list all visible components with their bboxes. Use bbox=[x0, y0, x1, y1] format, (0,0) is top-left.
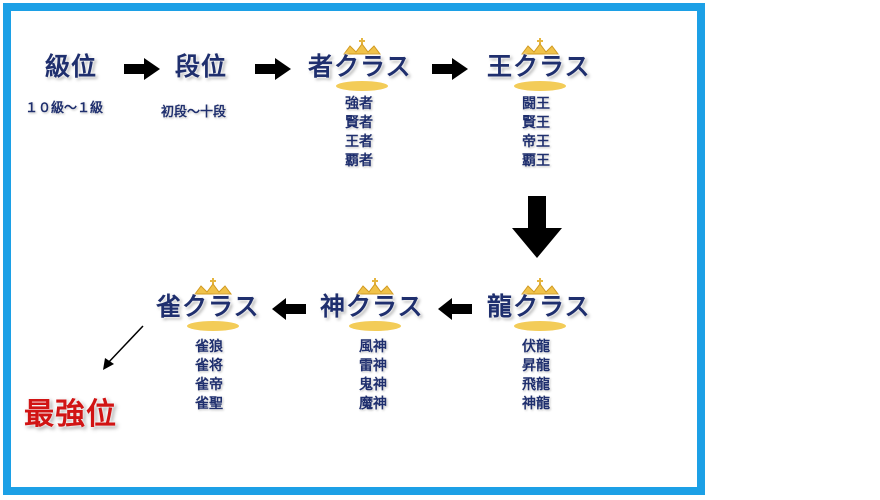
node-jaku-ranks: 雀狼 雀将 雀帝 雀聖 bbox=[195, 338, 223, 414]
rank-label: 魔神 bbox=[359, 396, 387, 412]
crown-icon bbox=[349, 278, 401, 331]
node-ryu-title: 龍クラス bbox=[487, 292, 591, 321]
node-kyu-range: １０級～１級 bbox=[25, 101, 104, 116]
crown-icon bbox=[187, 278, 239, 331]
arrow-left-icon bbox=[438, 298, 472, 320]
rank-label: 雀聖 bbox=[195, 396, 223, 412]
rank-label: 風神 bbox=[359, 339, 387, 355]
rank-label: 王者 bbox=[345, 134, 373, 150]
rank-label: 賢者 bbox=[345, 115, 373, 131]
rank-label: 帝王 bbox=[522, 134, 550, 150]
rank-label: 強者 bbox=[345, 96, 373, 112]
rank-label: 鬼神 bbox=[359, 377, 387, 393]
node-kyu-title: 級位 bbox=[45, 52, 98, 81]
arrow-left-icon bbox=[272, 298, 306, 320]
node-shin-title: 神クラス bbox=[320, 292, 424, 321]
node-top-title: 最強位 bbox=[24, 397, 117, 432]
rank-label: 昇龍 bbox=[522, 358, 550, 374]
node-sha-title: 者クラス bbox=[308, 52, 412, 81]
arrow-down-icon bbox=[512, 196, 562, 258]
rank-label: 飛龍 bbox=[522, 377, 550, 393]
node-sha-ranks: 強者 賢者 王者 覇者 bbox=[345, 95, 373, 171]
rank-label: 神龍 bbox=[522, 396, 550, 412]
rank-label: 雷神 bbox=[359, 358, 387, 374]
crown-icon bbox=[514, 38, 566, 91]
rank-label: 伏龍 bbox=[522, 339, 550, 355]
node-ou-title: 王クラス bbox=[487, 52, 591, 81]
node-dan-title: 段位 bbox=[175, 52, 228, 81]
rank-label: 雀帝 bbox=[195, 377, 223, 393]
node-shin-ranks: 風神 雷神 鬼神 魔神 bbox=[359, 338, 387, 414]
crown-icon bbox=[514, 278, 566, 331]
node-jaku-title: 雀クラス bbox=[156, 292, 260, 321]
node-ou-ranks: 闘王 賢王 帝王 覇王 bbox=[522, 95, 550, 171]
rank-label: 雀将 bbox=[195, 358, 223, 374]
node-ryu-ranks: 伏龍 昇龍 飛龍 神龍 bbox=[522, 338, 550, 414]
node-dan-range: 初段～十段 bbox=[161, 105, 227, 120]
arrow-diagonal-icon bbox=[103, 325, 144, 370]
arrow-right-icon bbox=[255, 58, 291, 80]
rank-label: 雀狼 bbox=[195, 339, 223, 355]
rank-label: 闘王 bbox=[522, 96, 550, 112]
arrow-right-icon bbox=[432, 58, 468, 80]
rank-label: 賢王 bbox=[522, 115, 550, 131]
crown-icon bbox=[336, 38, 388, 91]
rank-label: 覇者 bbox=[345, 153, 373, 169]
rank-label: 覇王 bbox=[522, 153, 550, 169]
arrow-right-icon bbox=[124, 58, 160, 80]
